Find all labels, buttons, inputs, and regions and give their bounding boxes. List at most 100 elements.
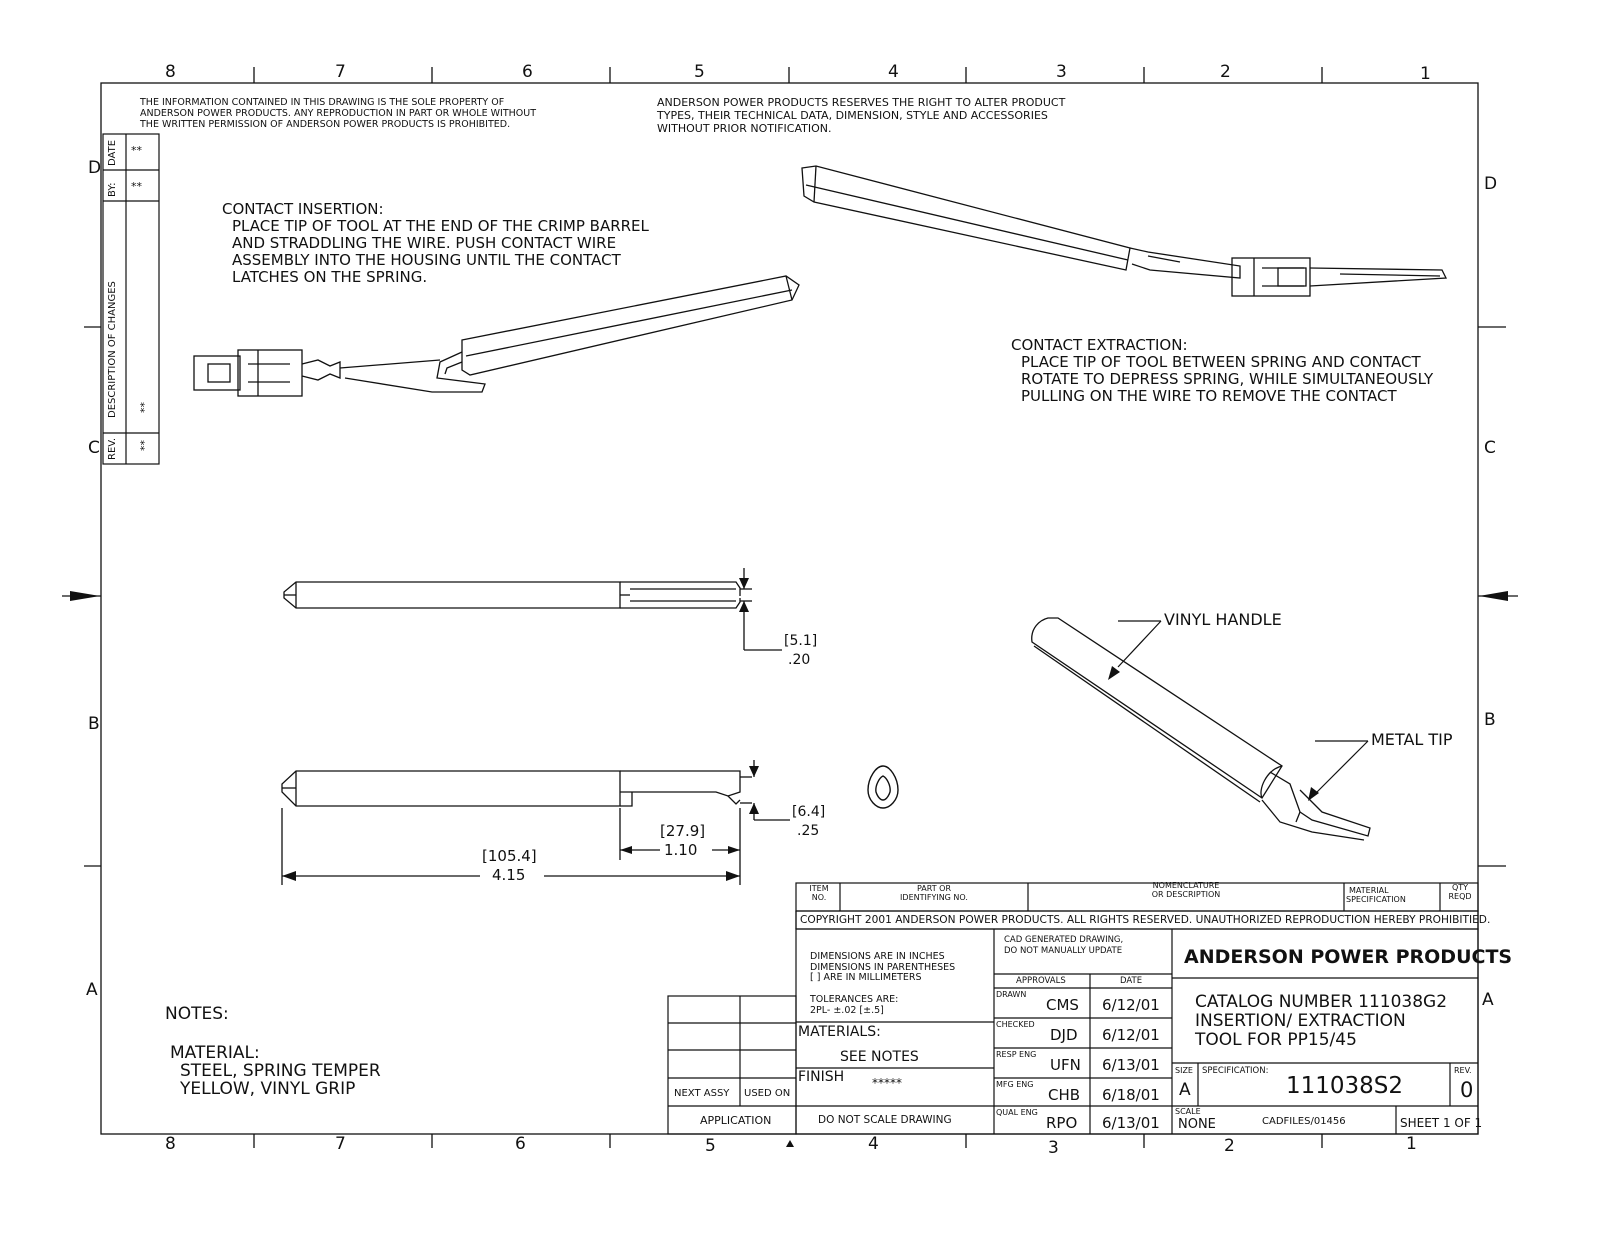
zone-bottom-2: 2 <box>1224 1136 1235 1156</box>
finish-label: FINISH <box>798 1069 845 1085</box>
zone-top-6: 6 <box>522 62 533 82</box>
zone-top-7: 7 <box>335 62 346 82</box>
extraction-line: PULLING ON THE WIRE TO REMOVE THE CONTAC… <box>1021 387 1397 405</box>
tip-dim-in: .25 <box>797 823 820 839</box>
insertion-title: CONTACT INSERTION: <box>222 200 384 218</box>
extraction-line: ROTATE TO DEPRESS SPRING, WHILE SIMULTAN… <box>1021 370 1434 388</box>
contact-insertion-note: CONTACT INSERTION: PLACE TIP OF TOOL AT … <box>222 201 649 286</box>
dimension-note-line: [ ] ARE IN MILLIMETERS <box>810 972 922 983</box>
approval-date: 6/12/01 <box>1102 1026 1160 1044</box>
material-title: MATERIAL: <box>170 1043 260 1063</box>
spec-label: SPECIFICATION: <box>1202 1066 1269 1076</box>
qty-label: QTY <box>1451 883 1469 892</box>
materials-value: SEE NOTES <box>840 1049 919 1065</box>
cad-note-line: DO NOT MANUALLY UPDATE <box>1004 946 1123 956</box>
dimension-notes: DIMENSIONS ARE IN INCHES DIMENSIONS IN P… <box>810 951 956 984</box>
approval-initials: CMS <box>1046 996 1079 1014</box>
tolerance-title: TOLERANCES ARE: <box>810 994 899 1005</box>
zone-bottom-5: 5 <box>705 1136 716 1156</box>
do-not-scale: DO NOT SCALE DRAWING <box>818 1114 952 1126</box>
approval-initials: UFN <box>1050 1056 1081 1074</box>
rev-rev-label: REV. <box>107 438 118 460</box>
end-view <box>867 765 899 809</box>
approval-role: QUAL ENG <box>996 1108 1038 1117</box>
zone-top-5: 5 <box>694 62 705 82</box>
finish-value: ***** <box>872 1076 902 1090</box>
dimension-note-line: DIMENSIONS ARE IN INCHES <box>810 951 945 962</box>
spec-value: 111038S2 <box>1286 1073 1404 1099</box>
insertion-line: ASSEMBLY INTO THE HOUSING UNTIL THE CONT… <box>232 251 621 269</box>
blade-dim-mm: [27.9] <box>660 822 706 840</box>
zone-right-A: A <box>1482 990 1494 1010</box>
approval-role: MFG ENG <box>996 1080 1034 1089</box>
nomenclature-label: NOMENCLATURE <box>1152 881 1220 890</box>
approval-date: 6/13/01 <box>1102 1114 1160 1132</box>
item-label: NO. <box>811 893 827 902</box>
zone-bottom-4: 4 <box>868 1134 879 1154</box>
title-line: CATALOG NUMBER 111038G2 <box>1195 992 1448 1012</box>
extraction-line: PLACE TIP OF TOOL BETWEEN SPRING AND CON… <box>1021 353 1421 371</box>
zone-left-D: D <box>88 158 102 178</box>
material-spec-label: MATERIAL <box>1349 886 1389 895</box>
vinyl-handle-callout: VINYL HANDLE <box>1164 610 1282 629</box>
size-value: A <box>1179 1080 1191 1100</box>
zone-top-4: 4 <box>888 62 899 82</box>
material-line: STEEL, SPRING TEMPER <box>180 1061 381 1081</box>
insertion-line: LATCHES ON THE SPRING. <box>232 268 428 286</box>
scale-label: SCALE <box>1175 1107 1201 1116</box>
next-assy-label: NEXT ASSY <box>674 1088 730 1099</box>
rights-line: ANDERSON POWER PRODUCTS RESERVES THE RIG… <box>657 96 1066 109</box>
application-label: APPLICATION <box>700 1114 772 1127</box>
rev-label: REV. <box>1454 1066 1472 1075</box>
rights-line: TYPES, THEIR TECHNICAL DATA, DIMENSION, … <box>657 109 1048 122</box>
company-name: ANDERSON POWER PRODUCTS <box>1184 946 1513 968</box>
rights-line: WITHOUT PRIOR NOTIFICATION. <box>657 122 832 135</box>
zone-top-8: 8 <box>165 62 176 82</box>
zone-right-D: D <box>1484 174 1498 194</box>
approvals-date-label: DATE <box>1120 976 1143 986</box>
rev-desc-label: DESCRIPTION OF CHANGES <box>107 281 118 418</box>
copyright-line: COPYRIGHT 2001 ANDERSON POWER PRODUCTS. … <box>800 914 1491 926</box>
insertion-tool-view <box>193 275 800 397</box>
zone-right-C: C <box>1484 438 1496 458</box>
rev-by-label: BY: <box>107 182 118 197</box>
zone-bottom-6: 6 <box>515 1134 526 1154</box>
overall-dim-mm: [105.4] <box>482 847 537 865</box>
approval-role: RESP ENG <box>996 1050 1037 1059</box>
approval-initials: RPO <box>1046 1114 1078 1132</box>
zone-top-1: 1 <box>1420 64 1431 84</box>
zone-top-3: 3 <box>1056 62 1067 82</box>
title-line: TOOL FOR PP15/45 <box>1195 1030 1357 1050</box>
nomenclature-label: OR DESCRIPTION <box>1151 890 1221 899</box>
blade-dim-in: 1.10 <box>664 841 698 859</box>
rev-by-value: ** <box>131 180 142 193</box>
zone-bottom-8: 8 <box>165 1134 176 1154</box>
isometric-tool-view <box>1031 617 1371 841</box>
notes-title: NOTES: <box>165 1004 229 1024</box>
approval-role: CHECKED <box>996 1020 1035 1029</box>
slot-dim-in: .20 <box>788 652 811 668</box>
used-on-label: USED ON <box>744 1088 791 1099</box>
zone-top-2: 2 <box>1220 62 1231 82</box>
tolerances: TOLERANCES ARE: 2PL- ±.02 [±.5] <box>810 994 899 1016</box>
side-view-tip <box>281 760 790 885</box>
material-notes: MATERIAL: STEEL, SPRING TEMPER YELLOW, V… <box>170 1044 381 1098</box>
drawing-title: CATALOG NUMBER 111038G2 INSERTION/ EXTRA… <box>1195 993 1447 1050</box>
insertion-line: PLACE TIP OF TOOL AT THE END OF THE CRIM… <box>232 217 649 235</box>
side-view-slot <box>283 568 782 651</box>
dimension-note-line: DIMENSIONS IN PARENTHESES <box>810 961 956 973</box>
extraction-title: CONTACT EXTRACTION: <box>1011 336 1188 354</box>
part-label: PART OR <box>916 884 952 893</box>
rights-notice: ANDERSON POWER PRODUCTS RESERVES THE RIG… <box>657 96 1065 135</box>
rev-desc-value: ** <box>138 402 151 413</box>
approval-date: 6/12/01 <box>1102 996 1160 1014</box>
title-block-grid <box>667 882 1479 1135</box>
proprietary-line: ANDERSON POWER PRODUCTS. ANY REPRODUCTIO… <box>140 108 536 119</box>
slot-dim-mm: [5.1] <box>784 633 818 649</box>
tolerance-value: 2PL- ±.02 [±.5] <box>810 1004 884 1016</box>
proprietary-line: THE WRITTEN PERMISSION OF ANDERSON POWER… <box>140 119 511 130</box>
approval-date: 6/13/01 <box>1102 1056 1160 1074</box>
cad-note: CAD GENERATED DRAWING, DO NOT MANUALLY U… <box>1004 935 1123 957</box>
contact-extraction-note: CONTACT EXTRACTION: PLACE TIP OF TOOL BE… <box>1011 337 1433 405</box>
